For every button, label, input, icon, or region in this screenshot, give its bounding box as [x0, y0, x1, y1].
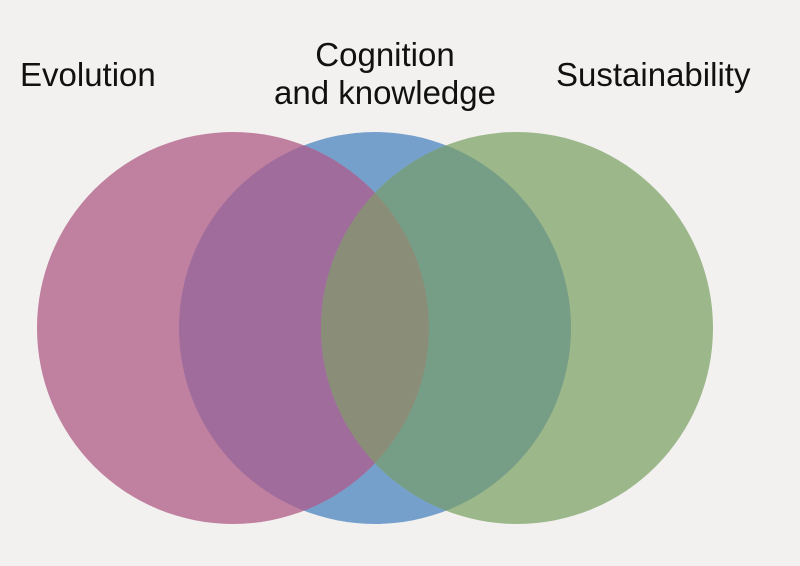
cognition-label: Cognition and knowledge [255, 36, 515, 112]
evolution-label: Evolution [20, 56, 156, 93]
cognition-label-line-2: and knowledge [273, 74, 496, 111]
cognition-sustainability-overlap [321, 132, 571, 524]
sustainability-label: Sustainability [556, 56, 751, 93]
evolution-cognition-overlap [179, 132, 429, 524]
cognition-label-line-1: Cognition [315, 36, 455, 73]
